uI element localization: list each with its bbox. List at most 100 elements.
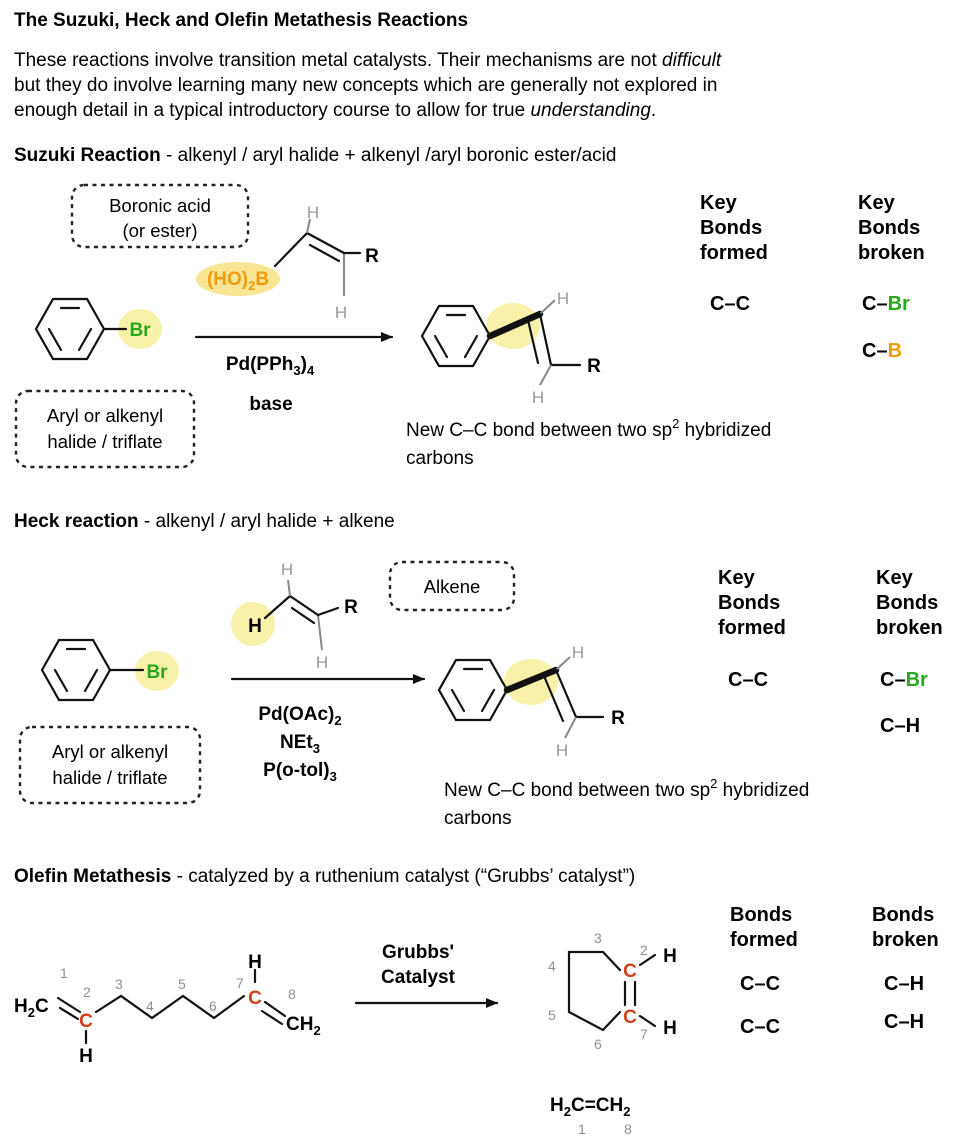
ring-h-top: H bbox=[663, 946, 677, 967]
ring-num-3: 3 bbox=[594, 930, 602, 946]
heck-formed-header-3: formed bbox=[718, 617, 786, 639]
ring-num-2: 2 bbox=[640, 942, 648, 958]
c2-hydrogen: H bbox=[79, 1046, 93, 1067]
suzuki-base: base bbox=[249, 394, 292, 415]
heck-r-group: R bbox=[344, 597, 358, 618]
ethylene-molecule: H2C=CH2 1 8 bbox=[550, 1095, 632, 1137]
suzuki-formed-header-3: formed bbox=[700, 242, 768, 264]
triflate-label: halide / triflate bbox=[47, 431, 162, 452]
num-7: 7 bbox=[236, 975, 244, 991]
heck-formed-header-2: Bonds bbox=[718, 592, 780, 614]
suzuki-formed-header-2: Bonds bbox=[700, 217, 762, 239]
boronic-ester-label: (or ester) bbox=[122, 220, 197, 241]
suzuki-product-molecule: H H R bbox=[420, 289, 601, 407]
suzuki-broken-cbr: C–Br bbox=[862, 293, 910, 315]
page-title: The Suzuki, Heck and Olefin Metathesis R… bbox=[14, 10, 468, 31]
num-4: 4 bbox=[146, 998, 154, 1014]
num-8: 8 bbox=[288, 986, 296, 1002]
aryl-halide-label: Aryl or alkenyl bbox=[47, 405, 163, 426]
meta-broken-header-2: broken bbox=[872, 929, 939, 951]
suzuki-broken-header-1: Key bbox=[858, 192, 896, 214]
num-1: 1 bbox=[60, 965, 68, 981]
num-3: 3 bbox=[115, 976, 123, 992]
heck-section: Heck reaction - alkenyl / aryl halide + … bbox=[14, 511, 943, 829]
suzuki-broken-header-2: Bonds bbox=[858, 217, 920, 239]
ring-c7: C bbox=[623, 1007, 637, 1028]
ch2-terminal-right: CH2 bbox=[286, 1014, 321, 1038]
num-2: 2 bbox=[83, 984, 91, 1000]
product-h-bottom: H bbox=[532, 388, 544, 407]
meta-formed-cc-2: C–C bbox=[740, 1016, 780, 1038]
ethylene-num-1: 1 bbox=[578, 1121, 586, 1137]
ring-num-7: 7 bbox=[640, 1026, 648, 1042]
meta-broken-ch-1: C–H bbox=[884, 973, 924, 995]
intro-line-3: enough detail in a typical introductory … bbox=[14, 100, 656, 121]
metathesis-section: Olefin Metathesis - catalyzed by a ruthe… bbox=[14, 866, 939, 1137]
cyclohexene-molecule: C C H H 3 2 4 5 6 7 bbox=[548, 930, 677, 1052]
suzuki-section: Suzuki Reaction - alkenyl / aryl halide … bbox=[14, 145, 925, 469]
heck-broken-cbr: C–Br bbox=[880, 669, 928, 691]
heck-note-line-1: New C–C bond between two sp2 hybridized bbox=[444, 776, 809, 801]
alkene-box bbox=[388, 560, 516, 612]
intro-line-1: These reactions involve transition metal… bbox=[14, 50, 722, 71]
suzuki-note-line-2: carbons bbox=[406, 448, 474, 469]
suzuki-broken-cb: C–B bbox=[862, 340, 902, 362]
heck-bromobenzene-molecule: Br bbox=[40, 638, 179, 702]
boronic-reagent-label: (HO)2B bbox=[207, 269, 269, 293]
grubbs-label-2: Catalyst bbox=[381, 967, 456, 988]
heck-product-h-top: H bbox=[572, 643, 584, 662]
heck-alkene-h-top: H bbox=[281, 560, 293, 579]
heck-alkene-molecule: H H H R bbox=[231, 560, 358, 672]
suzuki-formed-header-1: Key bbox=[700, 192, 738, 214]
bromine-atom: Br bbox=[129, 320, 151, 341]
c7-atom: C bbox=[248, 988, 262, 1009]
metathesis-bond-table: Bonds formed Bonds broken C–C C–C C–H C–… bbox=[730, 904, 939, 1038]
heck-base: NEt3 bbox=[280, 732, 320, 756]
heck-broken-header-3: broken bbox=[876, 617, 943, 639]
aryl-halide-box bbox=[14, 389, 196, 469]
num-6: 6 bbox=[209, 998, 217, 1014]
heck-aryl-halide-box bbox=[18, 725, 202, 805]
c7-hydrogen: H bbox=[248, 952, 262, 973]
alkene-label: Alkene bbox=[424, 576, 481, 597]
heck-product-h-bottom: H bbox=[556, 741, 568, 760]
vinyl-h-top: H bbox=[307, 203, 319, 222]
suzuki-catalyst: Pd(PPh3)4 bbox=[226, 354, 315, 378]
meta-formed-header-2: formed bbox=[730, 929, 798, 951]
ethylene-formula: H2C=CH2 bbox=[550, 1095, 630, 1119]
heck-product-molecule: H H R bbox=[437, 643, 625, 760]
meta-formed-header-1: Bonds bbox=[730, 904, 792, 926]
meta-broken-header-1: Bonds bbox=[872, 904, 934, 926]
vinyl-boronic-acid-molecule: (HO)2B H H R bbox=[196, 203, 379, 322]
heck-note-line-2: carbons bbox=[444, 808, 512, 829]
heck-product-r-group: R bbox=[611, 708, 625, 729]
heck-catalyst: Pd(OAc)2 bbox=[258, 704, 341, 728]
heck-broken-header-2: Bonds bbox=[876, 592, 938, 614]
grubbs-label-1: Grubbs' bbox=[382, 942, 454, 963]
suzuki-broken-header-3: broken bbox=[858, 242, 925, 264]
boronic-acid-box bbox=[70, 183, 250, 249]
heck-formed-header-1: Key bbox=[718, 567, 756, 589]
heck-bromine-atom: Br bbox=[146, 662, 168, 683]
metathesis-heading: Olefin Metathesis - catalyzed by a ruthe… bbox=[14, 866, 635, 887]
meta-formed-cc-1: C–C bbox=[740, 973, 780, 995]
suzuki-heading: Suzuki Reaction - alkenyl / aryl halide … bbox=[14, 145, 616, 166]
heck-alkene-h-bottom: H bbox=[316, 653, 328, 672]
vinyl-h-bottom: H bbox=[335, 303, 347, 322]
suzuki-note-line-1: New C–C bond between two sp2 hybridized bbox=[406, 416, 771, 441]
suzuki-formed-cc: C–C bbox=[710, 293, 750, 315]
heck-bond-table: Key Bonds formed Key Bonds broken C–C C–… bbox=[718, 567, 943, 737]
ring-c2: C bbox=[623, 961, 637, 982]
bromobenzene-molecule: Br bbox=[34, 297, 162, 361]
heck-aryl-halide-label: Aryl or alkenyl bbox=[52, 741, 168, 762]
num-5: 5 bbox=[178, 976, 186, 992]
product-h-top: H bbox=[557, 289, 569, 308]
r-group: R bbox=[365, 246, 379, 267]
heck-alkene-h-reactive: H bbox=[248, 616, 262, 637]
ring-h-bottom: H bbox=[663, 1018, 677, 1039]
boronic-acid-label: Boronic acid bbox=[109, 195, 211, 216]
ring-num-6: 6 bbox=[594, 1036, 602, 1052]
product-r-group: R bbox=[587, 356, 601, 377]
meta-broken-ch-2: C–H bbox=[884, 1011, 924, 1033]
